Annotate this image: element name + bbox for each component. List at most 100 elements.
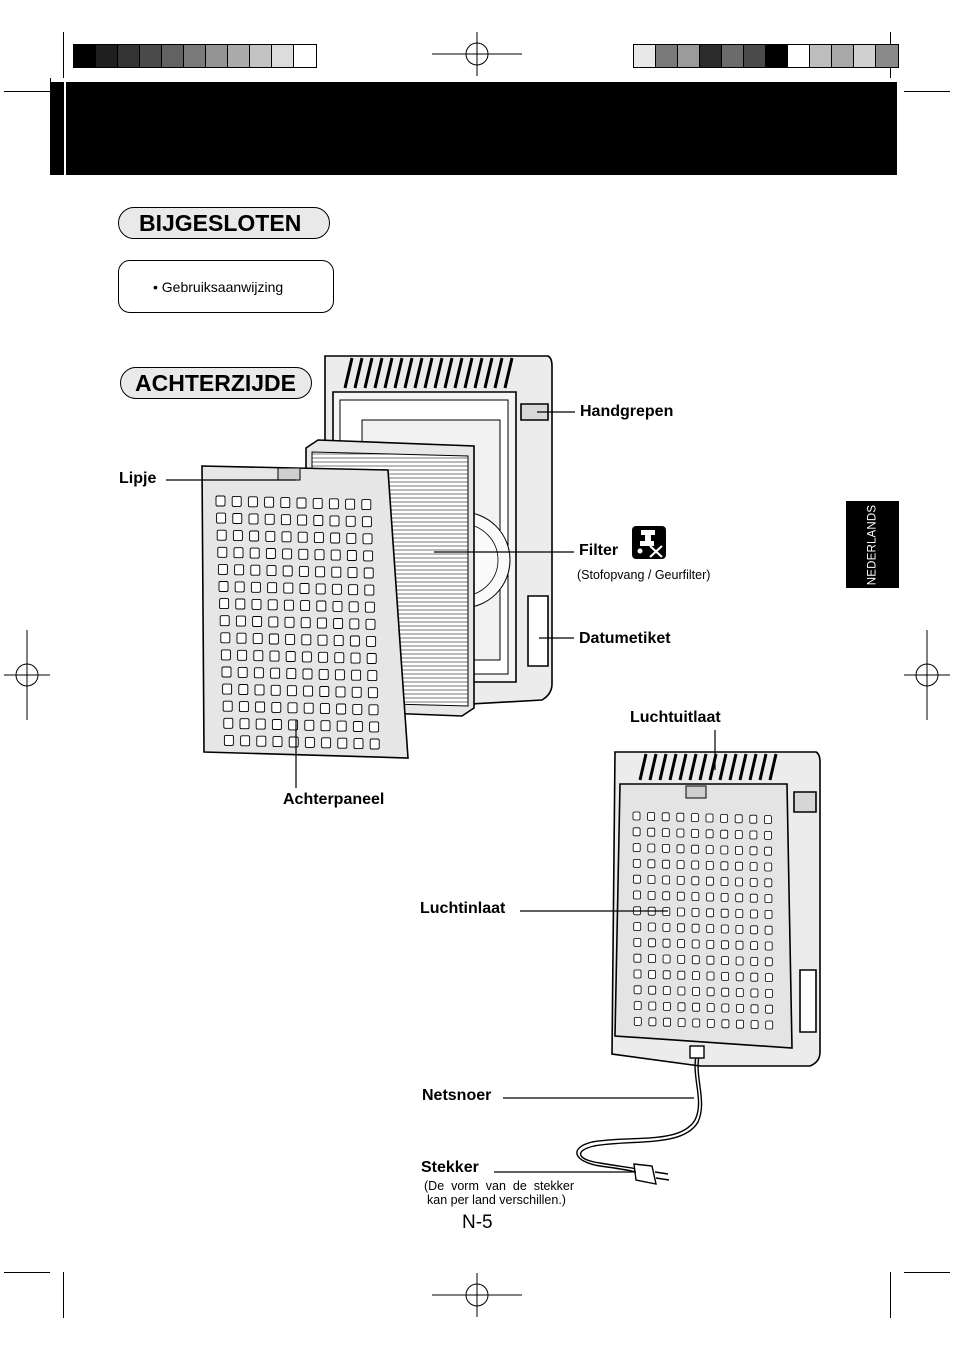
vent-hole <box>288 719 299 731</box>
color-swatch <box>206 45 228 67</box>
vent-hole <box>720 893 729 902</box>
vent-hole <box>734 830 743 839</box>
vent-hole <box>705 861 714 870</box>
vent-hole <box>720 908 729 918</box>
color-swatch <box>162 45 184 67</box>
vent-hole <box>676 876 685 885</box>
vent-hole <box>749 846 758 856</box>
vent-hole <box>663 1017 671 1027</box>
vent-hole <box>235 598 246 610</box>
vent-hole <box>677 1018 686 1027</box>
vent-hole <box>691 829 699 838</box>
vent-hole <box>272 736 283 748</box>
vent-hole <box>349 618 360 630</box>
vent-hole <box>706 892 714 902</box>
vent-hole <box>334 669 345 681</box>
vent-hole <box>235 615 246 627</box>
vent-hole <box>662 875 670 885</box>
vent-hole <box>265 530 276 542</box>
vent-hole <box>692 971 700 980</box>
vent-hole <box>333 618 344 629</box>
vent-hole <box>691 876 700 886</box>
vent-hole <box>662 891 671 901</box>
vent-hole <box>647 875 656 884</box>
vent-hole <box>735 988 744 997</box>
vent-hole <box>269 650 280 662</box>
color-swatch <box>250 45 272 67</box>
vent-hole <box>234 564 245 576</box>
vent-hole <box>647 859 656 869</box>
vent-hole <box>271 719 282 730</box>
vent-hole <box>254 684 265 696</box>
water-tap-no-wash-icon <box>632 526 666 559</box>
color-swatch <box>74 45 96 67</box>
vent-hole <box>735 846 743 855</box>
vent-hole <box>706 1003 715 1012</box>
vent-hole <box>720 829 729 839</box>
vent-hole <box>691 908 700 917</box>
vent-hole <box>676 828 685 838</box>
vent-hole <box>268 616 279 628</box>
vent-hole <box>303 702 314 714</box>
vent-hole <box>268 633 279 645</box>
color-swatch <box>294 45 316 67</box>
vent-hole <box>369 721 380 733</box>
vent-hole <box>662 970 671 980</box>
vent-hole <box>304 736 315 748</box>
vent-hole <box>706 924 715 933</box>
vent-hole <box>331 566 342 578</box>
vent-hole <box>335 686 346 698</box>
vent-hole <box>364 601 375 613</box>
vent-hole <box>369 738 380 750</box>
vent-hole <box>735 925 744 934</box>
label-filter-note: (Stofopvang / Geurfilter) <box>577 568 711 582</box>
vent-hole <box>676 860 685 869</box>
vent-hole <box>765 1020 774 1030</box>
vent-hole <box>285 633 296 645</box>
vent-hole <box>764 831 772 840</box>
vent-hole <box>298 565 309 577</box>
vent-hole <box>353 738 364 750</box>
vent-hole <box>362 533 373 545</box>
vent-hole <box>240 735 251 747</box>
vent-hole <box>765 989 773 998</box>
vent-hole <box>320 720 331 732</box>
vent-hole <box>721 1019 730 1029</box>
vent-hole <box>236 632 247 644</box>
vent-hole <box>677 970 686 980</box>
vent-hole <box>337 737 348 749</box>
vent-hole <box>720 924 729 934</box>
vent-hole <box>749 878 758 887</box>
label-back-panel: Achterpaneel <box>283 791 385 808</box>
vent-hole <box>735 893 744 903</box>
vent-hole <box>647 827 656 837</box>
vent-hole <box>648 970 656 979</box>
vent-hole <box>721 987 730 997</box>
color-swatch <box>876 45 898 67</box>
vent-hole <box>336 720 347 732</box>
vent-hole <box>706 876 714 886</box>
vent-hole <box>721 972 729 981</box>
vent-hole <box>677 1002 686 1012</box>
vent-hole <box>750 925 758 935</box>
vent-hole <box>267 582 278 594</box>
vent-hole <box>663 1002 671 1011</box>
vent-hole <box>677 939 685 948</box>
vent-hole <box>367 687 378 699</box>
plug-icon <box>633 1163 670 1185</box>
vent-hole <box>735 940 744 950</box>
vent-hole <box>255 701 266 713</box>
vent-hole <box>648 985 657 995</box>
color-calibration-bar-right <box>633 44 899 68</box>
registration-mark-left <box>4 630 50 720</box>
vent-hole <box>750 1020 759 1029</box>
vent-hole <box>297 514 308 526</box>
vent-hole <box>282 548 293 560</box>
vent-hole <box>706 940 715 949</box>
vent-hole <box>764 862 773 872</box>
vent-hole <box>283 599 294 611</box>
vent-hole <box>313 532 324 544</box>
vent-hole <box>352 703 363 715</box>
vent-hole <box>736 1004 744 1013</box>
vent-hole <box>691 955 700 965</box>
